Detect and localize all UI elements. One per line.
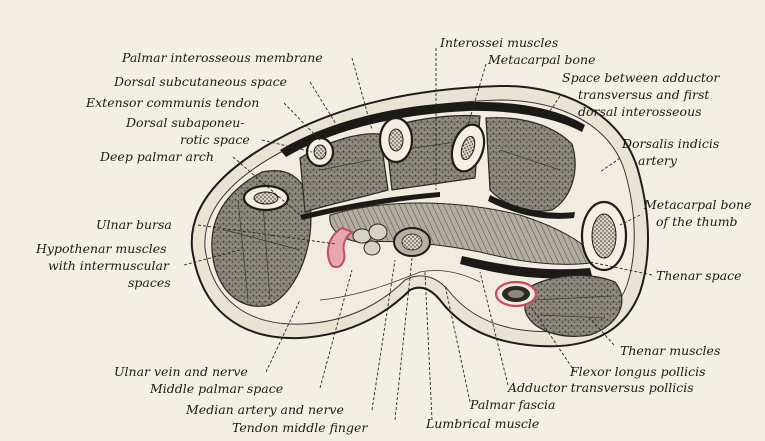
label-palmar-interosseous-membrane: Palmar interosseous membrane <box>121 50 323 65</box>
label-space-between-adductor: Space between adductor <box>562 70 720 85</box>
label-dorsalis-indicis-cont: artery <box>638 153 678 168</box>
metacarpal-bone-thumb <box>582 202 626 270</box>
label-space-between-adductor-cont2: dorsal interosseous <box>578 104 702 119</box>
label-interossei-muscles: Interossei muscles <box>439 35 558 50</box>
label-adductor-transversus-pollicis: Adductor transversus pollicis <box>507 380 694 395</box>
metacarpal-bone-5 <box>244 186 288 210</box>
label-deep-palmar-arch: Deep palmar arch <box>99 149 214 164</box>
label-extensor-communis-tendon: Extensor communis tendon <box>85 95 259 110</box>
label-metacarpal-bone-thumb: Metacarpal bone <box>643 197 752 212</box>
flexor-longus-pollicis-tendon <box>496 282 536 306</box>
label-thenar-muscles: Thenar muscles <box>620 343 720 358</box>
label-tendon-middle-finger: Tendon middle finger <box>232 420 368 435</box>
label-lumbrical-muscle: Lumbrical muscle <box>425 416 539 431</box>
label-palmar-fascia: Palmar fascia <box>469 397 556 412</box>
label-ulnar-bursa: Ulnar bursa <box>96 217 172 232</box>
label-hypothenar-muscles-cont2: spaces <box>128 275 171 290</box>
label-dorsal-subcutaneous-space: Dorsal subcutaneous space <box>113 74 287 89</box>
label-dorsalis-indicis: Dorsalis indicis <box>621 136 719 151</box>
label-middle-palmar-space: Middle palmar space <box>149 381 283 396</box>
label-hypothenar-muscles-cont1: with intermuscular <box>48 258 170 273</box>
metacarpal-bone-3 <box>380 118 412 162</box>
label-metacarpal-bone-thumb-cont: of the thumb <box>656 214 738 229</box>
label-hypothenar-muscles: Hypothenar muscles <box>35 241 167 256</box>
label-thenar-space: Thenar space <box>656 268 742 283</box>
label-flexor-longus-pollicis: Flexor longus pollicis <box>569 364 706 379</box>
label-ulnar-vein-nerve: Ulnar vein and nerve <box>114 364 248 379</box>
label-dorsal-subaponeurotic-space-cont: rotic space <box>180 132 250 147</box>
label-space-between-adductor-cont1: transversus and first <box>578 87 710 102</box>
label-dorsal-subaponeurotic-space: Dorsal subaponeu- <box>125 115 245 130</box>
label-median-artery-nerve: Median artery and nerve <box>185 402 344 417</box>
label-metacarpal-bone: Metacarpal bone <box>487 52 596 67</box>
